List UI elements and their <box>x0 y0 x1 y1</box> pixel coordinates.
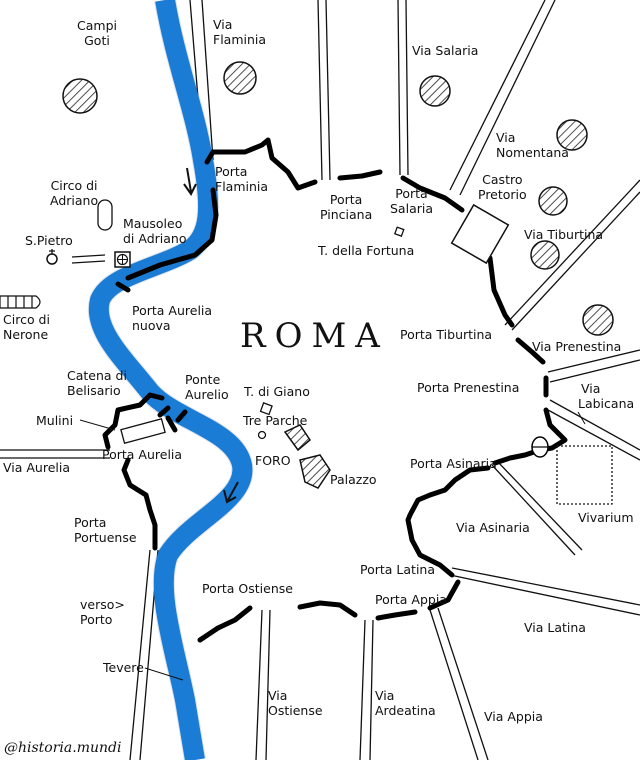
label-palazzo: Palazzo <box>330 472 377 487</box>
label-t-giano: T. di Giano <box>244 384 310 399</box>
river-arrow-north <box>183 167 197 196</box>
t-fortuna-icon <box>393 226 405 237</box>
salaria-circle <box>419 75 451 107</box>
label-porta-tiburtina: Porta Tiburtina <box>400 327 493 342</box>
road-via-prenestina <box>547 349 640 383</box>
label-tevere: Tevere <box>103 660 144 675</box>
label-porta-aurelia: Porta Aurelia <box>102 447 183 462</box>
label-s-pietro: S.Pietro <box>25 233 73 248</box>
tre-parche-icon <box>257 430 267 440</box>
road-via-latina <box>449 567 640 616</box>
s-pietro-icon <box>46 253 58 265</box>
pretorio-circle <box>538 186 568 216</box>
map-title: ROMA <box>240 316 389 356</box>
road-s-pietro <box>71 254 106 264</box>
campi-goti-circle <box>62 78 98 114</box>
label-porta-appia: Porta Appia <box>375 592 447 607</box>
label-via-latina: Via Latina <box>524 620 586 635</box>
circo-nerone-shape <box>0 295 41 309</box>
road-via-aurelia <box>0 449 110 459</box>
labicana-pointer <box>577 411 586 425</box>
label-porta-ostiense: Porta Ostiense <box>202 581 293 596</box>
palazzo-building <box>299 454 331 489</box>
label-via-asinaria: Via Asinaria <box>456 520 530 535</box>
label-porta-asinaria: Porta Asinaria <box>410 456 497 471</box>
label-verso-porto: verso>Porto <box>80 597 125 627</box>
castro-pretorio-rect <box>450 203 510 265</box>
mulini-rect <box>120 418 166 444</box>
road-via-ostiense <box>255 609 271 760</box>
tiburtina-circle <box>530 240 560 270</box>
road-via-labicana <box>547 399 640 461</box>
vivarium-rect <box>556 445 613 505</box>
road-via-ardeatina <box>359 619 374 760</box>
river-tevere <box>88 0 253 760</box>
label-porta-prenestina: Porta Prenestina <box>417 380 520 395</box>
label-via-salaria: Via Salaria <box>412 43 479 58</box>
label-foro: FORO <box>255 453 291 468</box>
mulini-pointer <box>79 419 116 431</box>
road-via-pinciana <box>317 0 331 181</box>
hatched-monuments <box>62 61 614 489</box>
label-via-aurelia: Via Aurelia <box>3 460 71 475</box>
label-tre-parche: Tre Parche <box>243 413 308 428</box>
river-arrow-south <box>223 481 239 504</box>
label-mulini: Mulini <box>36 413 74 428</box>
label-via-tiburtina: Via Tiburtina <box>524 227 604 242</box>
label-vivarium: Vivarium <box>578 510 634 525</box>
nomentana-circle <box>556 119 588 151</box>
road-via-nomentana <box>449 0 556 196</box>
prenestina-circle <box>582 304 614 336</box>
flaminia-circle <box>223 61 257 95</box>
label-via-appia: Via Appia <box>484 709 543 724</box>
label-t-fortuna: T. della Fortuna <box>318 243 415 258</box>
tevere-pointer <box>144 667 184 681</box>
foro-building <box>283 424 311 452</box>
road-via-salaria <box>397 0 409 176</box>
label-porta-latina: Porta Latina <box>360 562 435 577</box>
credit-watermark: @historia.mundi <box>4 740 122 756</box>
t-giano-icon <box>259 402 273 416</box>
label-via-prenestina: Via Prenestina <box>532 339 622 354</box>
road-via-tiburtina <box>504 179 640 331</box>
aurelian-walls <box>102 137 568 643</box>
road-via-appia <box>429 607 489 760</box>
road-via-asinaria <box>491 461 583 556</box>
circo-adriano-shape <box>97 199 113 231</box>
river-outline <box>87 0 254 760</box>
